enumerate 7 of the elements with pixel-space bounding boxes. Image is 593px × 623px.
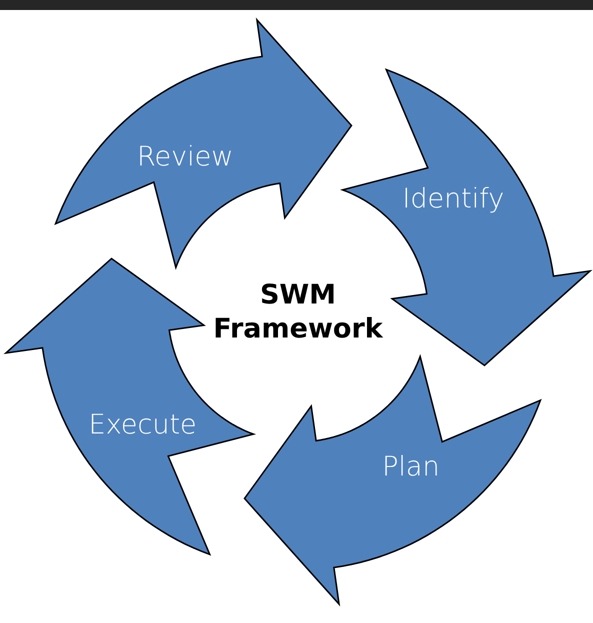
- cycle-arrow-segment: [54, 18, 352, 268]
- stage-label: Review: [136, 141, 234, 172]
- stage-label: Execute: [88, 409, 197, 440]
- stage-label: Identify: [402, 184, 504, 215]
- stage-label: Plan: [382, 452, 440, 483]
- center-title: SWM Framework: [212, 278, 384, 346]
- cycle-arrow-segment: [244, 356, 542, 606]
